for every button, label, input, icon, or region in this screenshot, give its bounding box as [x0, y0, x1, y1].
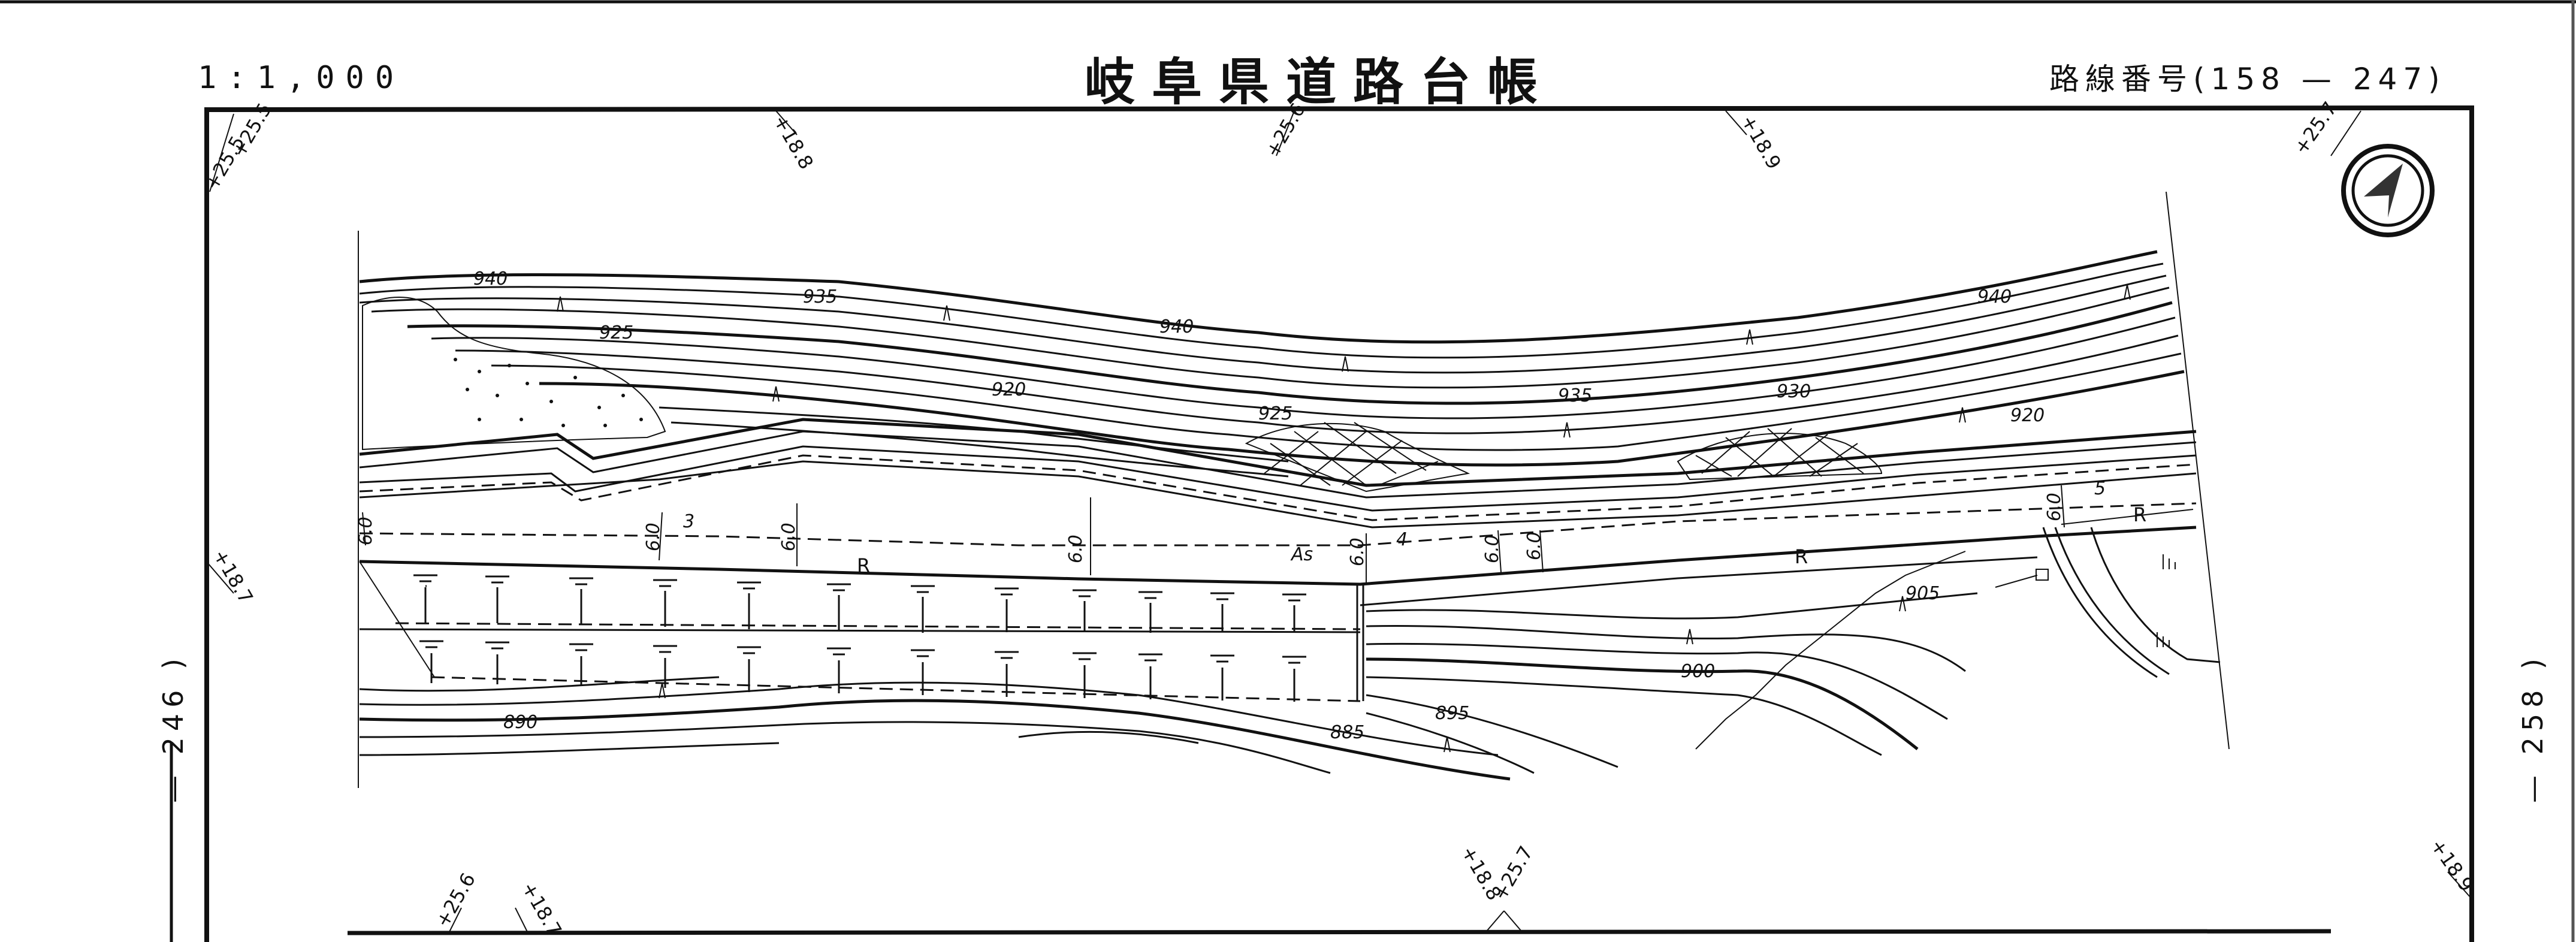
spot-height-label: +18.9 [1737, 111, 1786, 173]
segment-number: 5 [2094, 478, 2106, 499]
contour-label: 920 [992, 379, 1026, 400]
contour-label: 895 [1435, 703, 1469, 724]
road-width-label: 6.0 [778, 523, 799, 551]
dotted-area-boundary [362, 297, 666, 451]
vegetation-symbols [557, 284, 2176, 753]
contour-label: 920 [2010, 405, 2045, 426]
map-frame-bottom-line [347, 929, 2332, 935]
wall-symbols [413, 574, 1306, 702]
rocky-area-dots [454, 358, 643, 427]
spot-height-leaders [207, 110, 2472, 932]
road-width-label: 6.0 [1482, 535, 1503, 563]
surface-type-label: As [1290, 544, 1313, 565]
side-road-junction [1995, 509, 2221, 678]
map-scale: 1:1,000 [198, 60, 405, 96]
map-content-right-edge [2166, 191, 2230, 750]
contour-label: 925 [599, 322, 633, 343]
spot-height-label: +18.7 [209, 545, 258, 608]
spot-height-label: +25.6 [431, 869, 480, 931]
road-width-label: 6.0 [2044, 493, 2065, 521]
road-centerline [359, 502, 2197, 547]
contour-label: 890 [503, 712, 537, 733]
retaining-wall [359, 561, 1364, 702]
contour-label: 905 [1905, 583, 1940, 604]
contour-label: 940 [473, 268, 508, 289]
road-width-label: 6.0 [1524, 532, 1545, 560]
contour-label: 935 [803, 286, 837, 307]
spot-height-label: +25.7 [1488, 842, 1538, 904]
segment-number: 4 [1396, 529, 1408, 550]
guardrail-label: R [2133, 503, 2146, 526]
contour-label: 900 [1681, 661, 1715, 682]
road-width-label: 6.0 [355, 517, 376, 545]
segment-number: 3 [683, 511, 694, 532]
crosshatched-slope-1 [1245, 422, 1470, 493]
contour-label: 930 [1777, 381, 1811, 402]
road-width-markers [362, 485, 2065, 584]
sheet-title: 岐阜県道路台帳 [1085, 53, 1555, 111]
north-arrow-icon [2341, 144, 2435, 237]
contour-label: 925 [1258, 403, 1292, 424]
guardrail-label: R [1795, 545, 1808, 568]
route-number: 路線番号(158 — 247) [2049, 62, 2446, 96]
upper-contours [359, 250, 2185, 478]
road-width-label: 6.0 [1347, 538, 1368, 566]
spot-height-label: +18.8 [769, 111, 818, 173]
road-width-label: 6.0 [1065, 535, 1086, 563]
contour-label: 885 [1330, 722, 1364, 743]
map-frame [204, 105, 2474, 942]
road-upper-edge [359, 418, 2197, 529]
road-lower-edge [359, 526, 2197, 606]
contour-label: 935 [1558, 385, 1592, 406]
contour-label: 940 [1977, 286, 2012, 307]
lower-contours [359, 551, 1978, 781]
contour-label: 940 [1159, 316, 1194, 337]
road-width-label: 6.0 [643, 523, 664, 551]
guardrail-label: R [857, 554, 870, 577]
